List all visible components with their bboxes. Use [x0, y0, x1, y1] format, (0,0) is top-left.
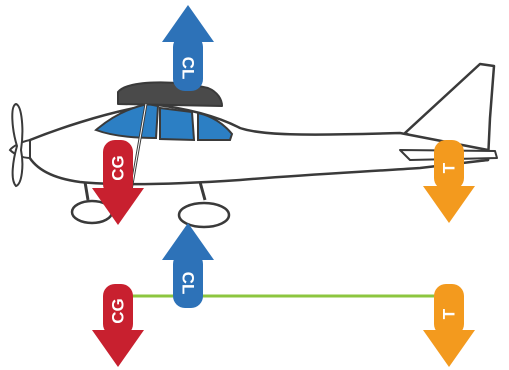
nose-gear-leg: [85, 182, 88, 200]
tail-arrow-lower-label: T: [440, 308, 459, 319]
lift-arrow-upper: CL: [162, 5, 214, 91]
lift-arrow-lower-label: CL: [179, 272, 198, 295]
tail-arrow-upper-label: T: [440, 162, 459, 173]
lift-arrow-upper-label: CL: [179, 57, 198, 80]
airplane: [10, 64, 497, 227]
fuselage: [28, 104, 488, 184]
propeller: [12, 104, 22, 186]
wing: [118, 82, 222, 106]
gravity-arrow-upper-label: CG: [109, 155, 128, 181]
gravity-arrow-lower-label: CG: [109, 298, 128, 324]
cabin-window-front: [160, 108, 194, 140]
main-wheel: [179, 203, 229, 227]
main-gear-leg: [200, 182, 205, 200]
